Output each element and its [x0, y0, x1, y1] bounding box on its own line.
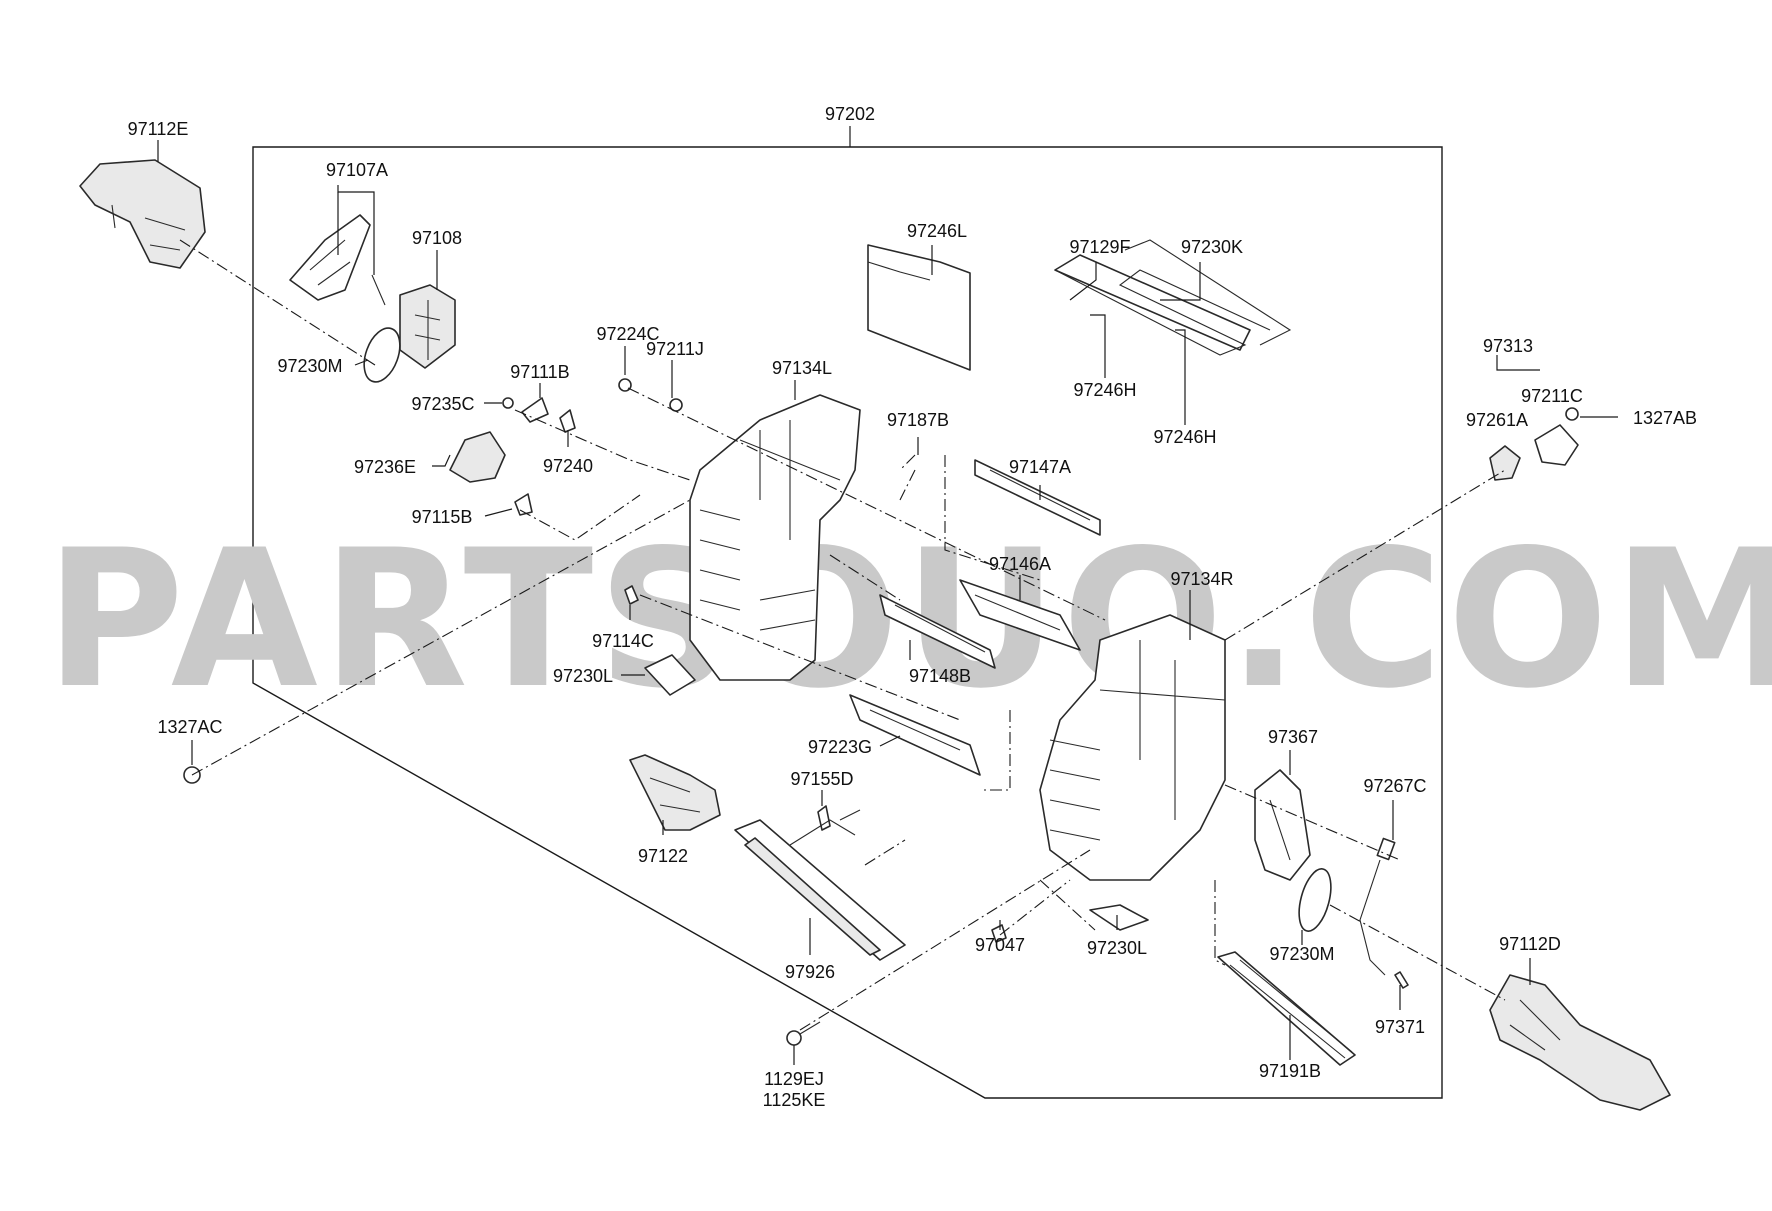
screw-97114c [624, 585, 639, 605]
label-97236e: 97236E [354, 457, 416, 477]
filter-97191b [1217, 951, 1356, 1066]
nut-1327ab [1565, 407, 1579, 421]
label-97107a: 97107A [326, 160, 388, 180]
label-97112d: 97112D [1499, 934, 1561, 954]
label-97230l-b: 97230L [1087, 938, 1147, 958]
label-1125ke: 1125KE [763, 1090, 826, 1110]
sheet-97246l [867, 244, 971, 371]
lever-97236e [449, 431, 506, 483]
label-97926: 97926 [785, 962, 835, 982]
label-97313: 97313 [1483, 336, 1533, 356]
label-97230m-a: 97230M [277, 356, 342, 376]
label-97134l: 97134L [772, 358, 832, 378]
actuator-97261a [1489, 445, 1521, 481]
clip-97047 [991, 924, 1007, 943]
label-97230l-a: 97230L [553, 666, 613, 686]
label-97187b: 97187B [887, 410, 949, 430]
housing-97134l [689, 394, 861, 681]
label-97191b: 97191B [1259, 1061, 1321, 1081]
duct-97112e [79, 159, 206, 269]
assembly-lines [179, 239, 1506, 1031]
label-97108: 97108 [412, 228, 462, 248]
label-97147a: 97147A [1009, 457, 1071, 477]
label-97240: 97240 [543, 456, 593, 476]
label-97111b: 97111B [510, 362, 569, 382]
clip-97224c [618, 378, 632, 392]
label-97115b: 97115B [412, 507, 473, 527]
clip-97155d [817, 805, 831, 831]
door-97148b [879, 594, 996, 669]
gasket-97230m-a [363, 327, 401, 383]
label-1327ac: 1327AC [157, 717, 222, 737]
door-97223g [849, 694, 981, 776]
label-97134r: 97134R [1170, 569, 1233, 589]
gasket-97230l-a [644, 654, 696, 696]
label-97246l: 97246L [907, 221, 967, 241]
assembly-frame [252, 146, 1443, 1099]
label-97148b: 97148B [909, 666, 971, 686]
duct-97122 [629, 754, 721, 831]
label-97267c: 97267C [1363, 776, 1426, 796]
seal-97129f [1054, 239, 1292, 356]
label-97155d: 97155D [790, 769, 853, 789]
label-97246h-b: 97246H [1153, 427, 1216, 447]
label-97371: 97371 [1375, 1017, 1425, 1037]
label-97224c: 97224C [596, 324, 659, 344]
clip-97115b [514, 493, 533, 516]
screw-1129ej [786, 1021, 821, 1046]
housing-97134r [1039, 614, 1226, 881]
label-97211c: 97211C [1521, 386, 1583, 406]
label-97246h-a: 97246H [1073, 380, 1136, 400]
bracket-97211c [1534, 424, 1579, 466]
label-97230m-b: 97230M [1269, 944, 1334, 964]
gasket-97230l-b [1089, 904, 1149, 931]
clip-97240 [559, 409, 576, 433]
label-97122: 97122 [638, 846, 688, 866]
label-97230k: 97230K [1181, 237, 1243, 257]
clip-97235c [502, 397, 514, 409]
label-97114c: 97114C [592, 631, 654, 651]
label-97129f: 97129F [1069, 237, 1130, 257]
heater-core-97926 [734, 809, 906, 961]
seal-97367 [1254, 769, 1311, 881]
label-97047: 97047 [975, 935, 1025, 955]
clip-97371 [1394, 971, 1409, 989]
cover-97108 [399, 284, 456, 369]
label-97112e: 97112E [128, 119, 189, 139]
bracket-97107a [289, 214, 386, 306]
leader-lines [157, 140, 1618, 1065]
label-1129ej: 1129EJ [764, 1069, 824, 1089]
label-97202: 97202 [825, 104, 875, 124]
label-97223g: 97223G [808, 737, 872, 757]
label-97261a: 97261A [1466, 410, 1528, 430]
label-97211j: 97211J [646, 339, 704, 359]
label-1327ab: 1327AB [1633, 408, 1697, 428]
duct-97112d [1489, 974, 1671, 1111]
label-97146a: 97146A [989, 554, 1051, 574]
lever-97111b [521, 397, 549, 423]
label-97235c: 97235C [411, 394, 474, 414]
label-97367: 97367 [1268, 727, 1318, 747]
gasket-97230m-b [1298, 868, 1332, 932]
door-97146a [959, 579, 1081, 651]
sensor-97267c [1359, 837, 1396, 976]
